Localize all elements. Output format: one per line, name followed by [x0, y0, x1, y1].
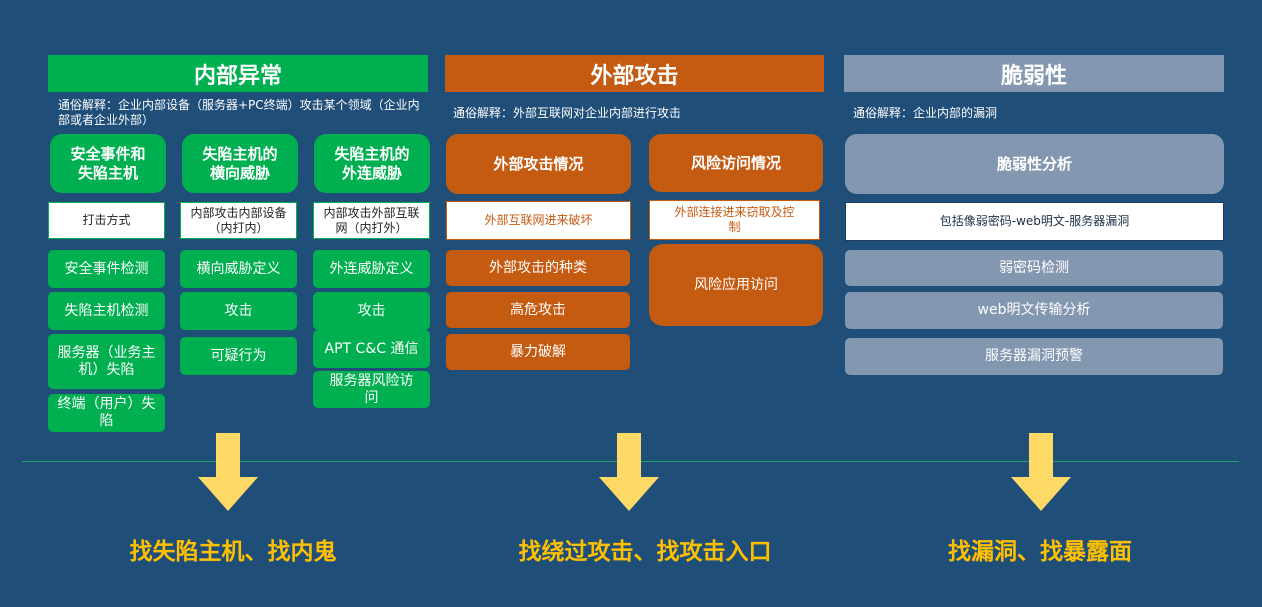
list-item: 暴力破解 [446, 334, 630, 370]
external-note: 通俗解释：外部互联网对企业内部进行攻击 [453, 106, 682, 120]
vulnerability-title: 脆弱性 [1000, 63, 1067, 89]
list-item: 外连威胁定义 [313, 250, 430, 288]
list-item: 风险应用访问 [649, 244, 823, 326]
list-item: 高危攻击 [446, 292, 630, 328]
list-item: 可疑行为 [180, 337, 297, 375]
vulnerability-note: 通俗解释：企业内部的漏洞 [853, 106, 998, 120]
internal-title: 内部异常 [193, 63, 282, 89]
external-header: 外部攻击 [445, 55, 824, 92]
down-arrow-icon [1011, 433, 1071, 511]
list-item: 服务器漏洞预警 [845, 338, 1223, 375]
category-outbound-threat: 失陷主机的外连威胁 [314, 134, 430, 193]
list-item: APT C&C 通信 [313, 330, 430, 368]
goal-vulnerability: 找漏洞、找暴露面 [948, 538, 1132, 565]
down-arrow-icon [198, 433, 258, 511]
list-item: 失陷主机检测 [48, 292, 165, 330]
category-title: 失陷主机的横向威胁 [202, 144, 278, 182]
list-item: 服务器（业务主机）失陷 [48, 334, 165, 389]
list-item: 安全事件检测 [48, 250, 165, 288]
category-title: 失陷主机的外连威胁 [334, 144, 410, 182]
category-vulnerability-analysis: 脆弱性分析 [845, 134, 1224, 194]
list-item: 外部攻击的种类 [446, 250, 630, 286]
callout-internal-internal: 内部攻击内部设备（内打内） [180, 202, 297, 239]
category-security-events: 安全事件和失陷主机 [50, 134, 166, 193]
category-lateral-threat: 失陷主机的横向威胁 [182, 134, 298, 193]
list-item: web明文传输分析 [845, 292, 1223, 329]
goal-external: 找绕过攻击、找攻击入口 [518, 538, 772, 565]
list-item: 攻击 [180, 292, 297, 330]
vulnerability-header: 脆弱性 [844, 55, 1224, 92]
callout-internal-external: 内部攻击外部互联网（内打外） [313, 202, 430, 239]
list-item: 弱密码检测 [845, 250, 1223, 286]
list-item: 服务器风险访问 [313, 371, 430, 408]
list-item: 终端（用户）失陷 [48, 394, 165, 432]
down-arrow-icon [599, 433, 659, 511]
list-item: 攻击 [313, 292, 430, 330]
category-title: 安全事件和失陷主机 [70, 144, 146, 182]
callout-vulnerability-types: 包括像弱密码-web明文-服务器漏洞 [845, 202, 1224, 241]
internal-header: 内部异常 [48, 55, 428, 92]
list-item: 横向威胁定义 [180, 250, 297, 288]
callout-external-break-in: 外部互联网进来破坏 [446, 201, 631, 240]
external-title: 外部攻击 [590, 63, 679, 89]
goal-internal: 找失陷主机、找内鬼 [129, 538, 337, 565]
category-risk-access: 风险访问情况 [649, 134, 823, 192]
callout-attack-method: 打击方式 [48, 202, 165, 239]
callout-external-steal: 外部连接进来窃取及控制 [649, 200, 820, 240]
internal-note: 通俗解释：企业内部设备（服务器+PC终端）攻击某个领域（企业内部或者企业外部） [58, 98, 420, 127]
category-external-attack: 外部攻击情况 [446, 134, 631, 194]
